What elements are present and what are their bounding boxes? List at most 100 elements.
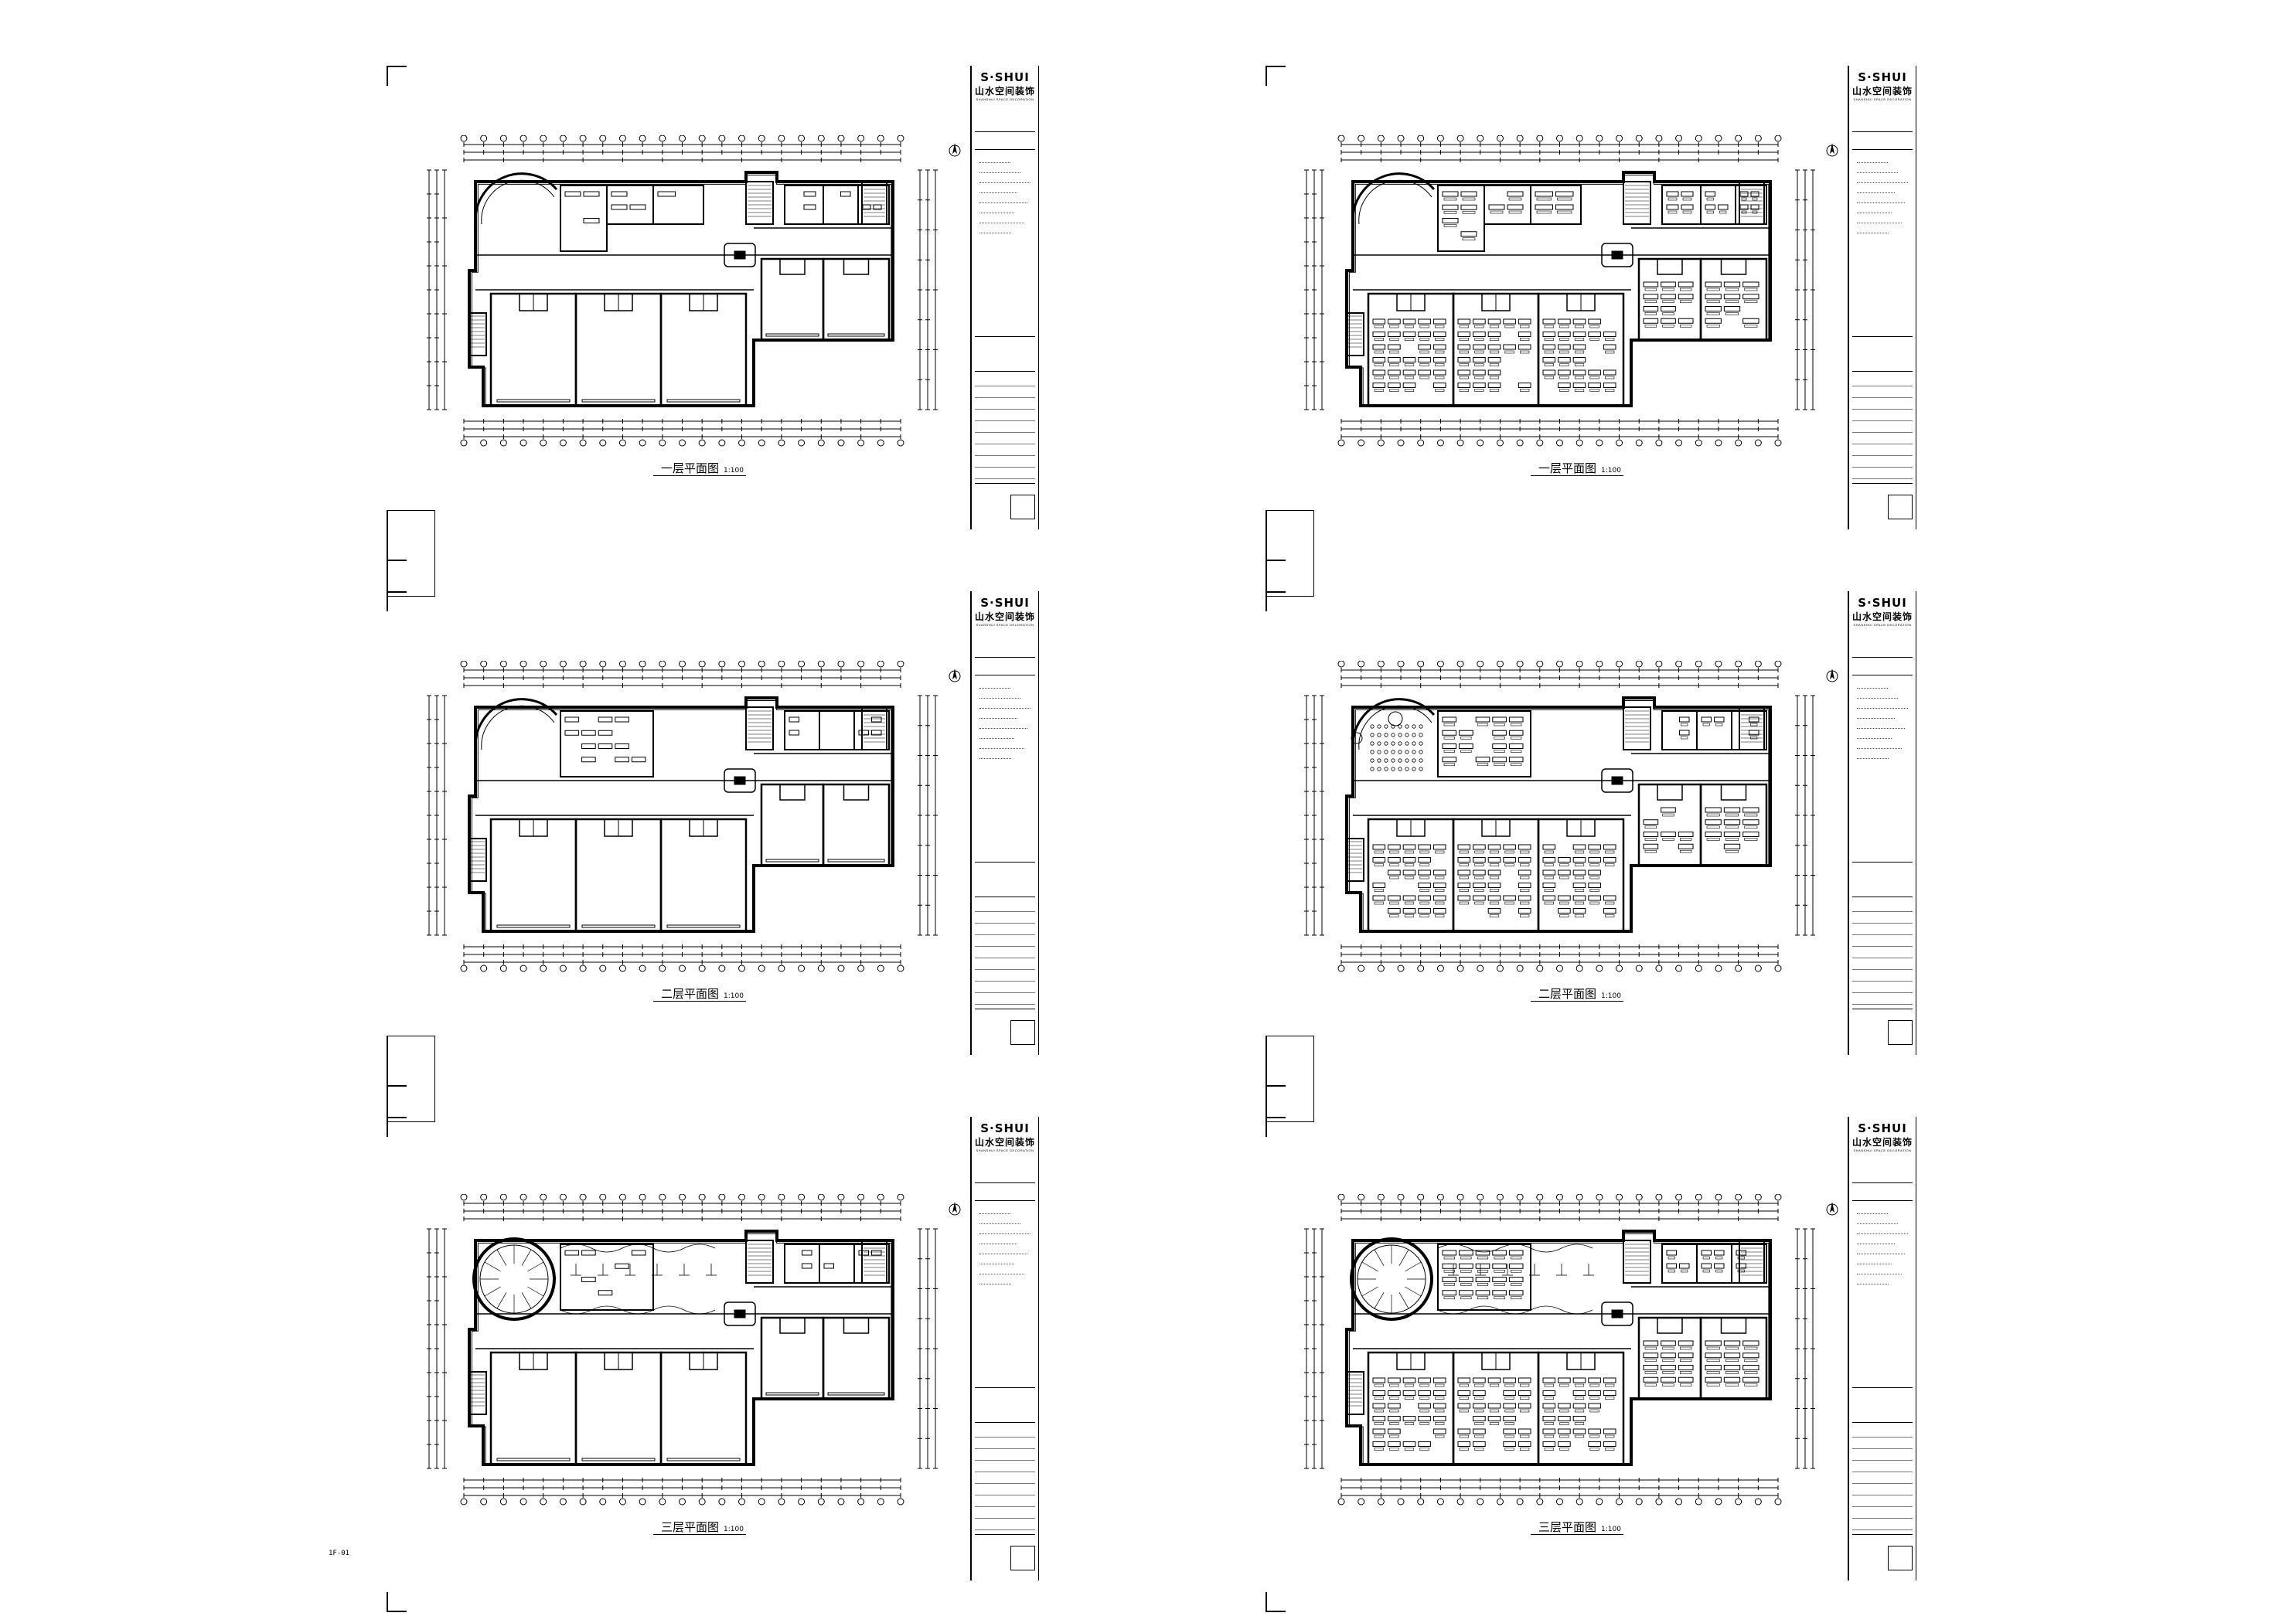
company-brand: S·SHUI (980, 70, 1030, 84)
title-block-divider (975, 1387, 1035, 1388)
title-block-divider (975, 1200, 1035, 1201)
crop-mark (387, 1117, 407, 1137)
plan-title-text: 二层平面图 (1538, 987, 1597, 1001)
notes-line (979, 738, 1014, 739)
title-block-divider (975, 657, 1035, 658)
title-block-row (975, 456, 1035, 468)
notes-line (1857, 182, 1908, 183)
title-block-row (1852, 375, 1913, 386)
title-block-row (975, 982, 1035, 993)
notes-line (979, 1223, 1020, 1224)
title-block-row (1852, 970, 1913, 982)
notes-line (979, 202, 1027, 203)
crop-mark (1266, 66, 1286, 86)
title-block-row (1852, 398, 1913, 410)
title-block-row (1852, 1495, 1913, 1507)
title-block-divider (1852, 149, 1913, 150)
notes-line (1857, 162, 1888, 163)
title-block-row (975, 444, 1035, 456)
sheet-bracket (1266, 510, 1314, 597)
title-block-row (1852, 1519, 1913, 1530)
title-block-row (1852, 1507, 1913, 1519)
notes-line (979, 688, 1010, 689)
stamp-box (1010, 495, 1035, 519)
title-block-divider (1852, 131, 1913, 132)
notes-line (979, 172, 1020, 173)
title-block-divider (975, 1422, 1035, 1423)
plan-scale: 1:100 (724, 467, 744, 475)
plan-title-text: 三层平面图 (1538, 1520, 1597, 1534)
title-block-row (1852, 433, 1913, 444)
plan-scale: 1:100 (1601, 467, 1621, 475)
title-block-row (1852, 456, 1913, 468)
company-name-cn: 山水空间装饰 (974, 1137, 1035, 1148)
notes-line (1857, 718, 1895, 719)
notes-line (1857, 1213, 1888, 1214)
title-block-row (1852, 1449, 1913, 1461)
company-name-en: SHANSHUI SPACE DECORATION (976, 97, 1034, 101)
company-name-cn: 山水空间装饰 (1851, 86, 1913, 97)
title-block-row (975, 924, 1035, 935)
stamp-box (1888, 1020, 1913, 1045)
company-name-cn: 山水空间装饰 (974, 611, 1035, 622)
notes-line (1857, 688, 1888, 689)
notes-line (979, 192, 1017, 193)
notes-line (1857, 192, 1895, 193)
title-block-divider (1852, 862, 1913, 863)
title-underline (1531, 1001, 1623, 1002)
crop-mark (387, 1592, 407, 1612)
floor-plan-drawing (1304, 135, 1838, 447)
title-block-divider (975, 862, 1035, 863)
title-block-row (975, 993, 1035, 1005)
title-block-row (1852, 982, 1913, 993)
sheet-bracket (1266, 1036, 1314, 1122)
title-block-row (975, 410, 1035, 421)
title-block-row (975, 1484, 1035, 1495)
title-block-divider (1852, 1387, 1913, 1388)
title-underline (653, 1534, 746, 1535)
title-block-divider (1852, 1182, 1913, 1183)
title-block-divider (975, 1534, 1035, 1535)
title-block-row (1852, 924, 1913, 935)
title-block-row (975, 1461, 1035, 1472)
title-block-row (975, 947, 1035, 958)
company-brand: S·SHUI (1858, 596, 1907, 610)
title-block-row (975, 421, 1035, 433)
stamp-box (1010, 1020, 1035, 1045)
title-block-row (1852, 958, 1913, 970)
title-block-row (1852, 900, 1913, 912)
title-block-divider (975, 131, 1035, 132)
plan-scale: 1:100 (724, 992, 744, 1000)
notes-line (1857, 202, 1905, 203)
stamp-box (1888, 1546, 1913, 1570)
notes-line (1857, 1223, 1898, 1224)
notes-line (979, 708, 1030, 709)
title-block-row (975, 1495, 1035, 1507)
company-name-en: SHANSHUI SPACE DECORATION (1853, 97, 1912, 101)
notes-line (1857, 728, 1905, 729)
title-block-row (1852, 935, 1913, 947)
notes-line (979, 748, 1024, 749)
plan-title-text: 一层平面图 (1538, 461, 1597, 475)
plan-title: 二层平面图 1:100 (1538, 985, 1621, 1002)
floor-plan-drawing (427, 135, 961, 447)
notes-line (979, 728, 1027, 729)
title-block-row (975, 900, 1035, 912)
title-underline (1531, 1534, 1623, 1535)
notes-line (1857, 738, 1892, 739)
notes-line (1857, 1233, 1908, 1234)
title-block-row (975, 433, 1035, 444)
title-block-row (1852, 421, 1913, 433)
plan-scale: 1:100 (1601, 992, 1621, 1000)
company-name-en: SHANSHUI SPACE DECORATION (976, 623, 1034, 627)
title-underline (653, 475, 746, 476)
title-block-row (1852, 912, 1913, 924)
crop-mark (387, 66, 407, 86)
company-name-cn: 山水空间装饰 (974, 86, 1035, 97)
title-block-row (1852, 1472, 1913, 1484)
